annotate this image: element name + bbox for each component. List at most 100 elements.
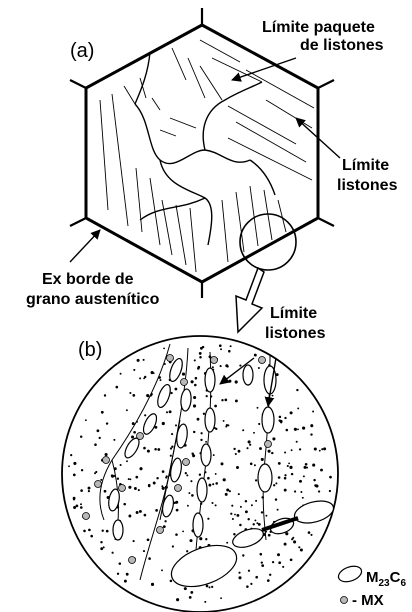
precipitate-dot xyxy=(211,586,213,588)
precipitate-dot xyxy=(124,580,127,583)
precipitate-dot xyxy=(235,399,238,402)
precipitate-dot xyxy=(204,601,206,603)
precipitate-dot xyxy=(224,399,227,402)
precipitate-dot xyxy=(176,598,179,601)
precipitate-dot xyxy=(296,389,298,391)
precipitate-dot xyxy=(129,478,131,480)
precipitate-dot xyxy=(234,514,236,516)
precipitate-dot xyxy=(258,523,261,526)
precipitate-dot xyxy=(163,525,166,528)
precipitate-dot xyxy=(278,476,281,479)
precipitate-dot xyxy=(170,455,172,457)
precipitate-dot xyxy=(156,477,158,479)
precipitate-dot xyxy=(284,417,286,419)
precipitate-dot xyxy=(199,537,202,540)
precipitate-dot xyxy=(191,494,194,497)
precipitate-dot xyxy=(242,429,244,431)
precipitate-dot xyxy=(271,452,273,454)
precipitate-dot xyxy=(189,539,192,542)
precipitate-dot xyxy=(215,504,217,506)
precipitate-dot xyxy=(139,377,141,379)
precipitate-dot xyxy=(111,474,114,477)
precipitate-dot xyxy=(272,437,275,440)
magnification-arrow xyxy=(236,268,264,332)
precipitate-dot xyxy=(175,424,177,426)
precipitate-dot xyxy=(172,545,174,547)
precipitate-dot xyxy=(246,585,249,588)
precipitate-dot xyxy=(277,509,279,511)
precipitate-dot xyxy=(300,491,302,493)
precipitate-dot xyxy=(257,407,259,409)
precipitate-dot xyxy=(254,519,256,521)
precipitate-dot xyxy=(258,367,260,369)
lath-boundary-label-b-1: Límite xyxy=(270,305,317,322)
precipitate-dot xyxy=(329,490,331,492)
precipitate-dot xyxy=(99,437,101,439)
precipitate-dot xyxy=(133,369,135,371)
precipitate-dot xyxy=(316,485,319,488)
packet-boundary-arrow xyxy=(232,58,296,80)
precipitate-dot xyxy=(80,435,82,437)
panel-a-label: (a) xyxy=(70,40,94,62)
precipitate-dot xyxy=(306,467,308,469)
precipitate-dot xyxy=(83,530,86,533)
precipitate-dot xyxy=(189,596,192,599)
precipitate-dot xyxy=(265,515,267,517)
precipitate-dot xyxy=(200,347,203,350)
precipitate-dot xyxy=(203,413,205,415)
prior-austenite-grain-hexagon xyxy=(86,25,318,282)
precipitate-dot xyxy=(191,452,193,454)
precipitate-dot xyxy=(221,462,224,465)
precipitate-dot xyxy=(275,482,277,484)
precipitate-dot xyxy=(253,523,255,525)
precipitate-dot xyxy=(147,538,150,541)
precipitate-dot xyxy=(215,473,217,475)
precipitate-dot xyxy=(299,448,301,450)
precipitate-dot xyxy=(213,454,215,456)
precipitate-dot xyxy=(163,348,165,350)
precipitate-dot xyxy=(162,422,165,425)
precipitate-dot xyxy=(198,366,201,369)
precipitate-dot xyxy=(255,500,257,502)
precipitate-dot xyxy=(220,597,222,599)
precipitate-dot xyxy=(296,441,298,443)
precipitate-dot xyxy=(129,392,131,394)
precipitate-dot xyxy=(119,562,122,565)
precipitate-dot xyxy=(139,510,142,513)
precipitate-dot xyxy=(197,418,200,421)
precipitate-dot xyxy=(226,488,229,491)
precipitate-dot xyxy=(314,447,317,450)
precipitate-dot xyxy=(85,419,87,421)
panel-b: (b) xyxy=(62,305,406,612)
precipitate-dot xyxy=(312,411,314,413)
precipitate-dot xyxy=(103,546,105,548)
precipitate-dot xyxy=(182,531,184,533)
precipitate-dot xyxy=(200,439,202,441)
precipitate-dot xyxy=(223,478,226,481)
precipitate-dot xyxy=(100,547,103,550)
precipitate-dot xyxy=(288,462,290,464)
precipitate-dot xyxy=(236,514,239,517)
precipitate-dot xyxy=(175,533,178,536)
precipitate-dot xyxy=(290,411,293,414)
precipitate-dot xyxy=(120,464,122,466)
precipitate-dot xyxy=(228,380,231,383)
precipitate-dot xyxy=(320,469,323,472)
precipitate-dot xyxy=(162,487,165,490)
magnified-region-circle xyxy=(240,214,296,270)
precipitate-dot xyxy=(153,482,156,485)
precipitate-dot xyxy=(88,487,91,490)
precipitate-dot xyxy=(280,420,283,423)
precipitate-dot xyxy=(184,587,187,590)
precipitate-dot xyxy=(100,479,102,481)
precipitate-dot xyxy=(246,447,248,449)
precipitate-dot xyxy=(205,441,207,443)
precipitate-dot xyxy=(284,477,287,480)
precipitate-dot xyxy=(88,529,91,532)
precipitate-dot xyxy=(101,411,104,414)
precipitate-dot xyxy=(240,506,242,508)
precipitate-dot xyxy=(284,543,287,546)
precipitate-dot xyxy=(297,407,299,409)
precipitate-dot xyxy=(300,548,303,551)
